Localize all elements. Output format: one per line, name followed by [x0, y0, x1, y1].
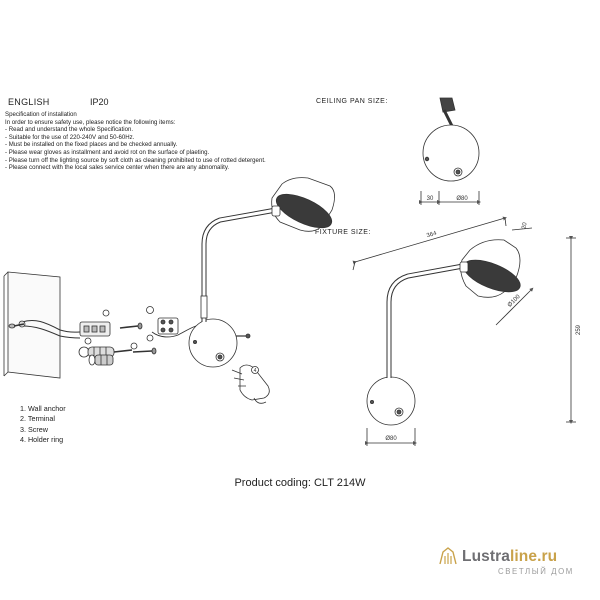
- legend-item: 3. Screw: [20, 424, 48, 434]
- watermark-brand-a: Lustra: [462, 548, 510, 565]
- screw-icon: [132, 347, 157, 355]
- language-label: ENGLISH: [8, 97, 50, 107]
- spec-item: - Read and understand the whole Specific…: [5, 126, 134, 134]
- step-number: 4: [254, 368, 257, 374]
- installation-diagram: [3, 177, 335, 404]
- spec-item: - Please connect with the local sales se…: [5, 164, 230, 172]
- height-dim: 259: [576, 324, 582, 335]
- gooseneck-arm: [201, 207, 277, 322]
- hand-icon: [231, 364, 270, 404]
- parts-legend: 1. Wall anchor 2. Terminal 3. Screw 4. H…: [20, 404, 66, 446]
- fixture-base: [366, 376, 416, 426]
- terminal-block: [79, 321, 111, 337]
- connector-block: [157, 317, 179, 335]
- fixture-size-label: FIXTURE SIZE:: [315, 229, 371, 236]
- lamp-head: [271, 177, 335, 232]
- brand-logo-icon: [439, 547, 457, 565]
- ip-rating: IP20: [90, 97, 109, 107]
- ceiling-pan-diagram: [419, 97, 481, 205]
- wire: [21, 325, 81, 339]
- pan-depth-dim: 30: [427, 196, 434, 202]
- spec-intro: In order to ensure safety use, please no…: [5, 118, 176, 126]
- screw-icon: [119, 322, 143, 330]
- spec-item: - Please turn off the lighting source by…: [5, 156, 266, 164]
- ceiling-pan-size-label: CEILING PAN SIZE:: [316, 98, 388, 105]
- legend-item: 1. Wall anchor: [20, 404, 66, 413]
- fixture-base: [188, 318, 238, 368]
- gooseneck-arm: [386, 263, 464, 378]
- wall-anchor-icon: [88, 354, 114, 366]
- spec-item: - Suitable for the use of 220-240V and 5…: [5, 133, 135, 141]
- callout-number: [84, 306, 154, 350]
- pan-diameter-dim: Ø80: [456, 196, 468, 202]
- spec-item: - Must be installed on the fixed places …: [5, 141, 178, 149]
- watermark-brand-b: line.ru: [509, 548, 558, 565]
- watermark-brand: Lustraline.ru: [462, 548, 557, 566]
- product-coding: Product coding: CLT 214W: [234, 477, 366, 489]
- legend-item: 2. Terminal: [20, 414, 56, 424]
- base-diameter-dim: Ø80: [385, 436, 397, 442]
- wire: [21, 319, 81, 333]
- head-depth-dim: 20: [521, 221, 528, 229]
- fixture-size-diagram: [352, 216, 576, 446]
- watermark-subtitle: СВЕТЛЫЙ ДОМ: [498, 567, 574, 576]
- specification-block: Specification of installation In order t…: [5, 111, 305, 172]
- wall-plate: [7, 271, 61, 379]
- legend-item: 4. Holder ring: [20, 435, 64, 445]
- length-dim: 364: [426, 231, 438, 240]
- wall-anchor-icon: [78, 346, 133, 358]
- lamp-head: [459, 239, 521, 298]
- screw-icon: [8, 323, 25, 329]
- spec-title: Specification of installation: [5, 111, 77, 118]
- spec-item: - Please wear gloves as installment and …: [5, 148, 210, 156]
